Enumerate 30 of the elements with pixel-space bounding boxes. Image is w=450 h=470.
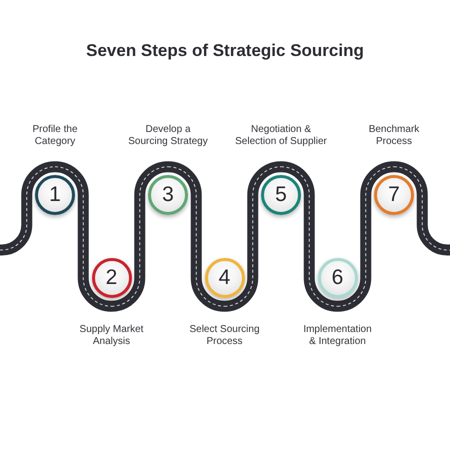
step-number: 7 (388, 184, 400, 206)
road-segment (224, 161, 282, 312)
step-circle (92, 258, 132, 298)
step-number: 3 (162, 184, 174, 206)
step-label: Benchmark Process (368, 124, 420, 148)
road-segment (54, 161, 112, 312)
step-circle (204, 258, 244, 298)
step-label: Profile the Category (31, 124, 79, 148)
title: Seven Steps of Strategic Sourcing (85, 40, 365, 62)
step-number: 5 (275, 184, 287, 206)
road-segment (394, 161, 450, 256)
step-circle (35, 175, 75, 215)
step-circle (148, 175, 188, 215)
step-number: 1 (49, 184, 61, 206)
road-segment (0, 161, 56, 256)
step-label: Supply Market Analysis (78, 324, 144, 348)
step-number: 2 (106, 267, 118, 289)
road-segment (168, 161, 225, 312)
road-segment (280, 161, 338, 312)
step-circle (318, 258, 358, 298)
step-label: Develop a Sourcing Strategy (127, 124, 209, 148)
step-circle (374, 175, 414, 215)
step-label: Negotiation & Selection of Supplier (234, 124, 328, 148)
step-label: Implementation & Integration (302, 324, 373, 348)
step-number: 6 (332, 267, 344, 289)
step-number: 4 (218, 267, 230, 289)
road-segment (337, 161, 394, 312)
step-label: Select Sourcing Process (188, 324, 261, 348)
road-segment (111, 161, 168, 312)
step-circle (261, 175, 301, 215)
